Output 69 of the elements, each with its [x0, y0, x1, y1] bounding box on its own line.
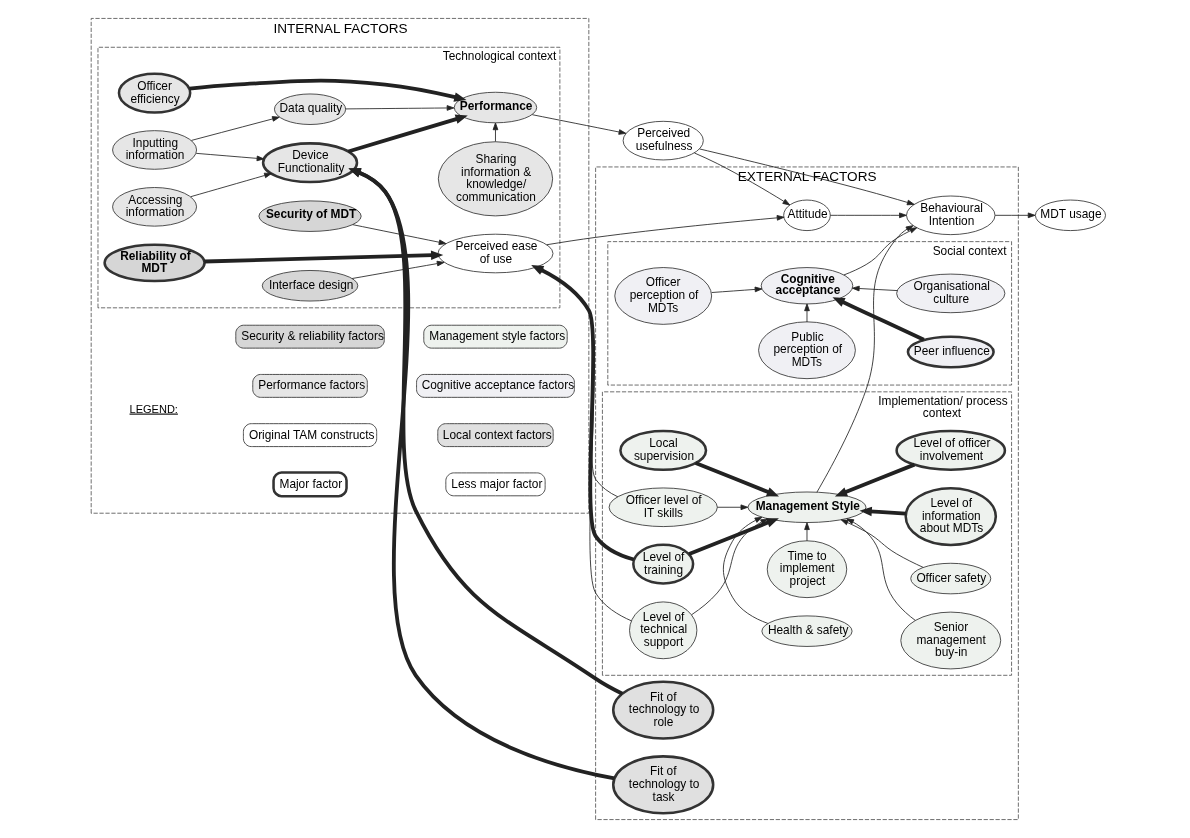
arrow: [694, 461, 780, 497]
arrow: [348, 168, 624, 696]
node-ellipse: Officer safety: [910, 562, 992, 595]
arrow: [347, 114, 468, 154]
arrow: [688, 518, 779, 556]
node-ellipse: Fit of technology to task: [611, 755, 715, 815]
node-ellipse: Inputting information: [112, 130, 197, 170]
arrow: [804, 522, 810, 542]
node-ellipse: Public perception of MDTs: [758, 321, 856, 380]
node-ellipse: Local supervision: [619, 429, 708, 471]
legend-label: Local context factors: [442, 427, 552, 442]
node-ellipse: Data quality: [274, 93, 347, 125]
arrow: [851, 285, 898, 292]
legend-label: Cognitive acceptance factors: [421, 378, 575, 393]
node-ellipse: Level of training: [632, 543, 695, 585]
node-ellipse: Health & safety: [761, 615, 853, 647]
arrow: [691, 518, 769, 616]
arrow: [843, 227, 918, 276]
node-ellipse: Peer influence: [906, 335, 995, 369]
arrow: [492, 122, 499, 142]
node-ellipse: Accessing information: [112, 187, 197, 227]
arrow: [994, 212, 1036, 219]
legend-label: Security & reliability factors: [241, 329, 384, 344]
node-ellipse: Level of information about MDTs: [904, 486, 998, 547]
node-ellipse: Organisational culture: [896, 273, 1006, 314]
arrow: [195, 152, 265, 162]
arrow: [804, 303, 810, 323]
arrow: [190, 172, 272, 198]
node-ellipse: Security of MDT: [258, 200, 362, 232]
node-ellipse: Level of technical support: [629, 601, 698, 660]
node-ellipse: Officer level of IT skills: [608, 487, 718, 527]
arrow: [204, 250, 444, 264]
node-ellipse: MDT usage: [1034, 199, 1106, 231]
arrow: [546, 215, 785, 246]
arrow: [699, 148, 915, 206]
legend-label: Major factor: [279, 476, 343, 491]
arrow: [191, 116, 280, 141]
arrow: [348, 168, 615, 781]
node-ellipse: Fit of technology to role: [611, 680, 715, 740]
node-ellipse: Interface design: [261, 270, 359, 302]
node-ellipse: Level of officer involvement: [895, 429, 1007, 471]
legend-label: Less major factor: [451, 476, 543, 491]
node-ellipse: Time to implement project: [766, 540, 848, 599]
arrow: [351, 260, 445, 279]
arrow: [829, 212, 907, 219]
arrow: [531, 114, 627, 135]
node-ellipse: Sharing information & knowledge/ communication: [437, 141, 554, 217]
arrow: [834, 462, 916, 497]
node-ellipse: Senior management buy-in: [900, 611, 1002, 670]
arrow: [716, 504, 749, 511]
arrow: [846, 518, 916, 621]
legend-label: Management style factors: [429, 329, 566, 344]
node-ellipse: Officer efficiency: [117, 72, 192, 114]
node-ellipse: Perceived usefulness: [622, 120, 704, 161]
node-ellipse: Reliability of MDT: [103, 243, 206, 283]
node-ellipse: Officer perception of MDTs: [614, 267, 713, 325]
arrow: [531, 265, 635, 562]
arrow: [722, 516, 769, 624]
label: LEGEND:: [129, 402, 178, 415]
arrow: [352, 224, 447, 245]
legend-label: Original TAM constructs: [248, 427, 375, 442]
legend-label: Performance factors: [258, 378, 366, 393]
arrow: [345, 105, 455, 111]
arrow: [189, 78, 467, 102]
arrow: [832, 297, 925, 342]
arrow: [840, 519, 924, 568]
arrow: [711, 286, 763, 293]
arrow: [816, 225, 914, 493]
arrow: [859, 506, 906, 517]
